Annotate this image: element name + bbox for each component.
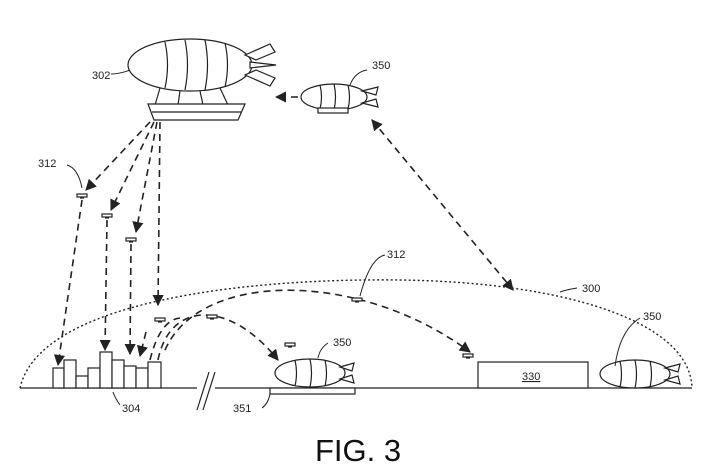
label-304: 304 xyxy=(122,403,140,415)
label-350-right: 350 xyxy=(643,311,661,323)
shuttle-transit-arrow xyxy=(371,119,514,291)
facility-330 xyxy=(477,361,589,389)
shuttle-airship-top xyxy=(300,83,379,114)
shuttle-airship-right xyxy=(599,359,681,389)
label-312-right: 312 xyxy=(387,249,405,261)
label-350-top: 350 xyxy=(372,60,390,72)
label-312-upper: 312 xyxy=(38,158,56,170)
label-300: 300 xyxy=(582,283,600,295)
label-350-ground: 350 xyxy=(333,337,351,349)
airship-302 xyxy=(127,38,277,121)
shuttle-airship-ground xyxy=(274,358,355,388)
station-351 xyxy=(269,387,356,395)
label-330: 330 xyxy=(522,371,540,383)
destinations-buildings xyxy=(52,351,162,389)
leader-lines xyxy=(66,69,641,409)
figure-caption: FIG. 3 xyxy=(315,433,401,468)
deployment-arrows xyxy=(53,121,181,367)
route-to-facility xyxy=(164,289,471,353)
uav-icons xyxy=(76,193,474,359)
route-to-shuttle xyxy=(157,314,279,361)
label-302: 302 xyxy=(92,70,110,82)
label-351: 351 xyxy=(233,403,251,415)
